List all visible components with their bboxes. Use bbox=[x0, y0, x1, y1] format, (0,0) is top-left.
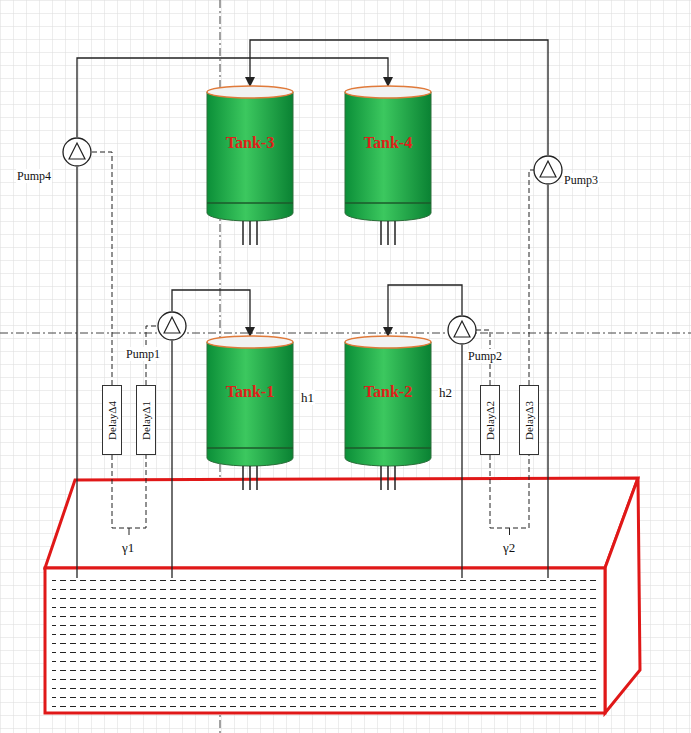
pump-name: Pump3 bbox=[563, 173, 599, 187]
delay-name: DelayΔ1 bbox=[140, 401, 153, 440]
pump-symbol: Pump1 bbox=[157, 311, 187, 341]
pipe bbox=[77, 167, 548, 578]
splitter-bracket bbox=[112, 455, 146, 528]
delay-name: DelayΔ2 bbox=[484, 401, 497, 440]
tank: Tank-1 bbox=[207, 335, 293, 490]
tank-outline bbox=[207, 85, 293, 245]
tank-name: Tank-1 bbox=[226, 382, 274, 402]
delay-box: DelayΔ1 bbox=[136, 385, 156, 455]
axis-line bbox=[0, 333, 691, 334]
splitter-stub bbox=[509, 528, 510, 535]
delay-box: DelayΔ4 bbox=[102, 385, 122, 455]
pump-circle bbox=[533, 155, 563, 185]
level-label: h2 bbox=[438, 385, 453, 400]
level-label: h1 bbox=[300, 390, 315, 405]
water-surface bbox=[52, 576, 598, 708]
tank: Tank-4 bbox=[345, 85, 431, 245]
pump-name: Pump4 bbox=[16, 169, 52, 183]
tank-outline bbox=[345, 335, 431, 490]
delay-box: DelayΔ3 bbox=[519, 385, 539, 455]
control-signal-line bbox=[529, 170, 534, 385]
delay-box: DelayΔ2 bbox=[480, 385, 500, 455]
pump-symbol: Pump4 bbox=[62, 137, 92, 167]
tank-name: Tank-4 bbox=[364, 133, 412, 153]
pump-symbol: Pump2 bbox=[447, 315, 477, 345]
splitter-stub bbox=[129, 528, 130, 535]
flow-pipe bbox=[250, 40, 548, 155]
delay-name: DelayΔ4 bbox=[106, 401, 119, 440]
delay-name: DelayΔ3 bbox=[523, 401, 536, 440]
splitter-bracket bbox=[490, 455, 529, 528]
reservoir bbox=[45, 478, 640, 713]
pump-name: Pump1 bbox=[125, 347, 161, 361]
ratio-label: γ1 bbox=[121, 540, 135, 555]
tank: Tank-3 bbox=[207, 85, 293, 245]
ratio-label: γ2 bbox=[502, 540, 516, 555]
pump-circle bbox=[62, 137, 92, 167]
pump-symbol: Pump3 bbox=[533, 155, 563, 185]
pump-circle bbox=[447, 315, 477, 345]
control-signal-line bbox=[91, 152, 112, 385]
tank-outline bbox=[345, 85, 431, 245]
tank: Tank-2 bbox=[345, 335, 431, 490]
tank-name: Tank-2 bbox=[364, 382, 412, 402]
pump-name: Pump2 bbox=[467, 349, 503, 363]
tank-outline bbox=[207, 335, 293, 490]
tank-name: Tank-3 bbox=[226, 133, 274, 153]
pump-circle bbox=[157, 311, 187, 341]
